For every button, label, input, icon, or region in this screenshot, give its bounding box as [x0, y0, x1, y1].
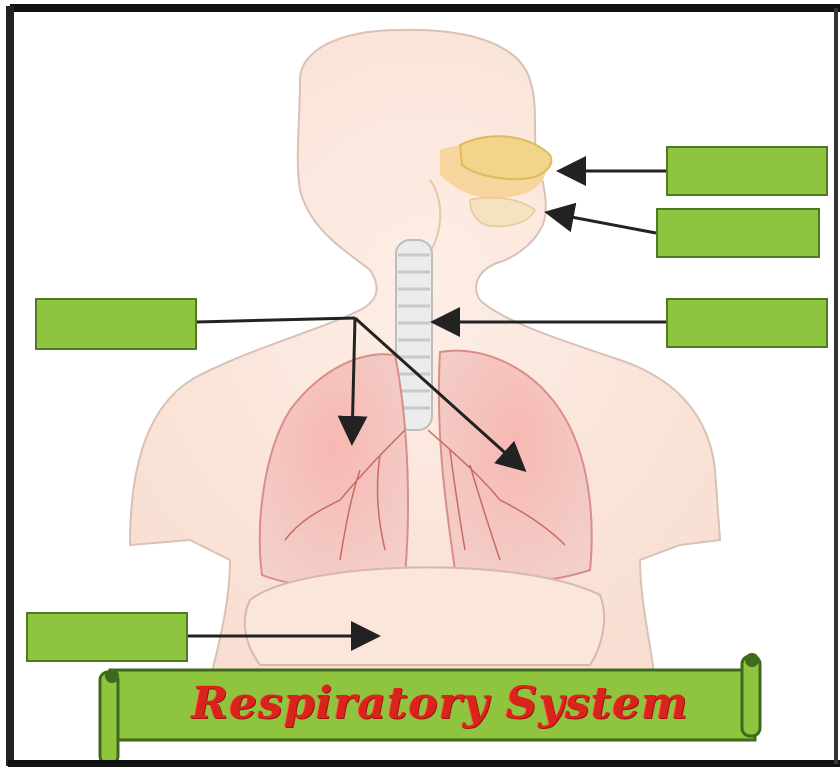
label-box-mouth[interactable]: [656, 208, 820, 258]
label-box-trachea[interactable]: [666, 298, 828, 348]
label-box-nose[interactable]: [666, 146, 828, 196]
frame-border-bottom: [8, 760, 840, 767]
label-box-lungs[interactable]: [35, 298, 197, 350]
diaphragm: [245, 567, 604, 665]
frame-border-top: [10, 4, 840, 12]
frame-border-right: [834, 8, 838, 764]
frame-border-left: [6, 6, 14, 766]
label-box-diaphragm[interactable]: [26, 612, 188, 662]
diagram-title: Respiratory System: [160, 668, 720, 738]
arrow-mouth: [550, 213, 656, 233]
